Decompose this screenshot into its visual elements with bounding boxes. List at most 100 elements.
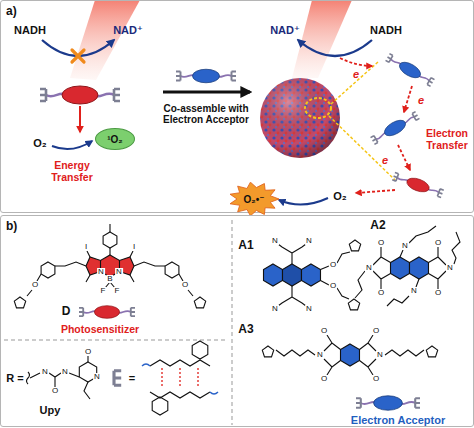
atom-label: N	[97, 268, 105, 276]
upy-dimer	[152, 397, 168, 415]
text-label: NADH	[370, 24, 402, 36]
atom-label: O	[329, 261, 337, 269]
atom-label: N	[316, 351, 324, 359]
text-label: O₂	[333, 190, 346, 202]
acceptor-a2-structure	[400, 226, 436, 257]
atom-label: I	[84, 243, 88, 251]
photosensitizer-structure	[14, 297, 25, 308]
acceptor-a1-structure	[349, 240, 360, 251]
panel-divider	[4, 220, 232, 425]
text-label: NAD⁺	[270, 24, 300, 36]
superoxide-arrow	[279, 198, 328, 205]
energy-transfer-arrow	[79, 106, 81, 132]
light-beam	[70, 0, 352, 80]
atom-label: I	[132, 243, 136, 251]
nadh-arrow	[298, 40, 372, 56]
photosensitizer-structure	[55, 262, 165, 266]
light-beam	[292, 0, 352, 78]
atom-label: O	[84, 348, 92, 356]
nadh-arrow	[42, 40, 114, 56]
upy-dimer	[142, 341, 218, 415]
compound-label: A1	[238, 239, 253, 252]
panel-label: b)	[6, 219, 17, 233]
acceptor-a1-structure	[278, 286, 306, 306]
zoom-callout	[329, 62, 395, 180]
atom-label: O	[320, 327, 328, 335]
photosensitizer-structure	[86, 255, 134, 277]
atom-label: N	[115, 268, 123, 276]
assembled-chain	[370, 52, 445, 199]
acceptor-a1-structure	[302, 264, 321, 286]
text-label: NAD⁺	[113, 24, 143, 36]
atom-label: B	[106, 275, 113, 283]
photosensitizer-structure	[41, 262, 55, 278]
electron-label: e	[353, 68, 359, 80]
assembly-arrow	[163, 91, 250, 94]
acceptor-a1-structure	[278, 244, 306, 264]
atom-label: O	[434, 289, 442, 297]
assembled-chain	[385, 52, 436, 88]
photosensitizer-icon	[79, 306, 135, 319]
text-label: R =	[6, 372, 23, 384]
acceptor-a3-structure	[426, 346, 437, 357]
text-label: O₂	[33, 137, 46, 149]
atom-label: N	[446, 264, 454, 272]
atom-label: O	[434, 239, 442, 247]
atom-label: O	[181, 281, 189, 289]
acceptor-a3-structure	[262, 335, 437, 375]
text-label: Electron Acceptor	[351, 414, 445, 426]
acceptor-icon	[374, 396, 403, 410]
nanoparticle	[260, 78, 340, 158]
electron-path	[340, 58, 372, 66]
acceptor-a2-structure	[452, 232, 460, 264]
acceptor-a3-structure	[360, 335, 377, 375]
electron-path	[398, 145, 410, 170]
acceptor-a3-structure	[276, 350, 315, 356]
photosensitizer-structure	[86, 251, 134, 288]
acceptor-a1-structure	[264, 240, 361, 310]
assembled-chain	[370, 110, 421, 146]
acceptor-a3-structure	[324, 335, 341, 375]
atom-label: O	[377, 289, 385, 297]
panel-label: a)	[6, 4, 17, 18]
text-label: Electron Transfer	[421, 128, 473, 151]
text-label: Energy Transfer	[47, 160, 97, 183]
photosensitizer-structure	[103, 232, 117, 248]
assembled-chain	[382, 117, 408, 139]
assembled-chain	[371, 112, 420, 145]
superoxide-burst: O₂•⁻	[229, 182, 279, 216]
assembled-chain	[405, 176, 431, 195]
upy-structure	[27, 356, 97, 399]
electron-path	[356, 190, 395, 193]
assembled-chain	[392, 171, 445, 200]
compound-label: A2	[370, 219, 385, 232]
upy-dimer	[150, 360, 210, 366]
acceptor-a2-structure	[373, 247, 391, 289]
species-label: O₂•⁻	[229, 182, 279, 216]
acceptor-molecule	[176, 69, 236, 83]
electron-label: e	[382, 154, 388, 166]
atom-label: O	[329, 282, 337, 290]
acceptor-molecule	[193, 69, 220, 83]
atom-label: O	[372, 375, 380, 383]
acceptor-a2-structure	[387, 279, 419, 306]
zoom-callout	[305, 98, 331, 118]
acceptor-a2-structure	[355, 226, 460, 306]
electron-path	[404, 86, 412, 112]
photosensitizer-structure	[165, 262, 179, 278]
atom-label: N	[41, 368, 49, 376]
atom-label: N	[410, 287, 418, 295]
nanoparticle	[260, 78, 340, 158]
compound-label: A3	[238, 323, 253, 336]
photosensitizer-structure	[194, 297, 205, 308]
atom-label: O	[372, 327, 380, 335]
photosensitizer-molecule	[62, 86, 98, 104]
atom-label: N	[305, 305, 313, 313]
acceptor-a2-structure	[429, 247, 447, 289]
acceptor-a1-structure	[337, 252, 350, 299]
electron-label: e	[418, 94, 424, 106]
text-label: Co-assemble with Electron Acceptor	[156, 103, 256, 125]
acceptor-a3-structure	[262, 346, 273, 357]
